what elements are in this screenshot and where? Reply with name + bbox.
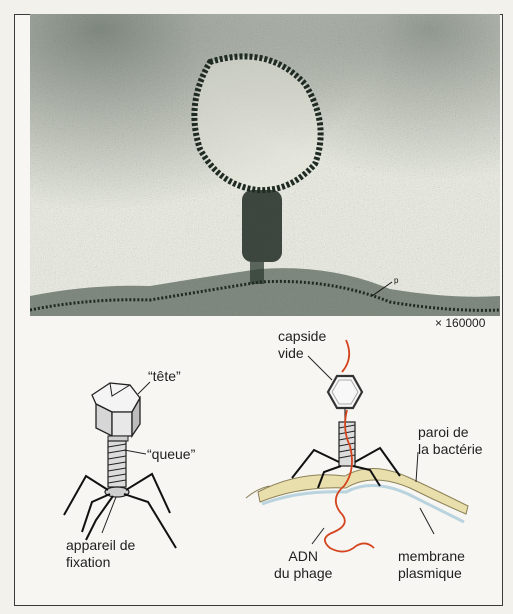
label-baseplate-line1: appareil de: [66, 537, 135, 554]
label-wall-line1: paroi de: [418, 424, 483, 441]
label-baseplate-line2: fixation: [66, 554, 135, 571]
label-phage-dna: ADN du phage: [274, 548, 332, 582]
phage-tail: [108, 441, 126, 487]
label-membrane-line2: plasmique: [398, 565, 465, 582]
label-bacterial-wall: paroi de la bactérie: [418, 424, 483, 458]
label-membrane-line1: membrane: [398, 548, 465, 565]
label-head: “tête”: [148, 368, 181, 385]
label-dna-line2: du phage: [274, 565, 332, 582]
label-wall-line2: la bactérie: [418, 441, 483, 458]
phage-dna: [325, 340, 374, 552]
empty-capsid: [328, 376, 362, 408]
label-capsid-line2: vide: [278, 345, 326, 362]
label-plasma-membrane: membrane plasmique: [398, 548, 465, 582]
label-empty-capsid: capside vide: [278, 328, 326, 362]
label-tail: “queue”: [147, 446, 195, 463]
label-dna-line1: ADN: [274, 548, 332, 565]
intact-phage-diagram: [64, 382, 176, 548]
label-capsid-line1: capside: [278, 328, 326, 345]
label-baseplate: appareil de fixation: [66, 537, 135, 571]
